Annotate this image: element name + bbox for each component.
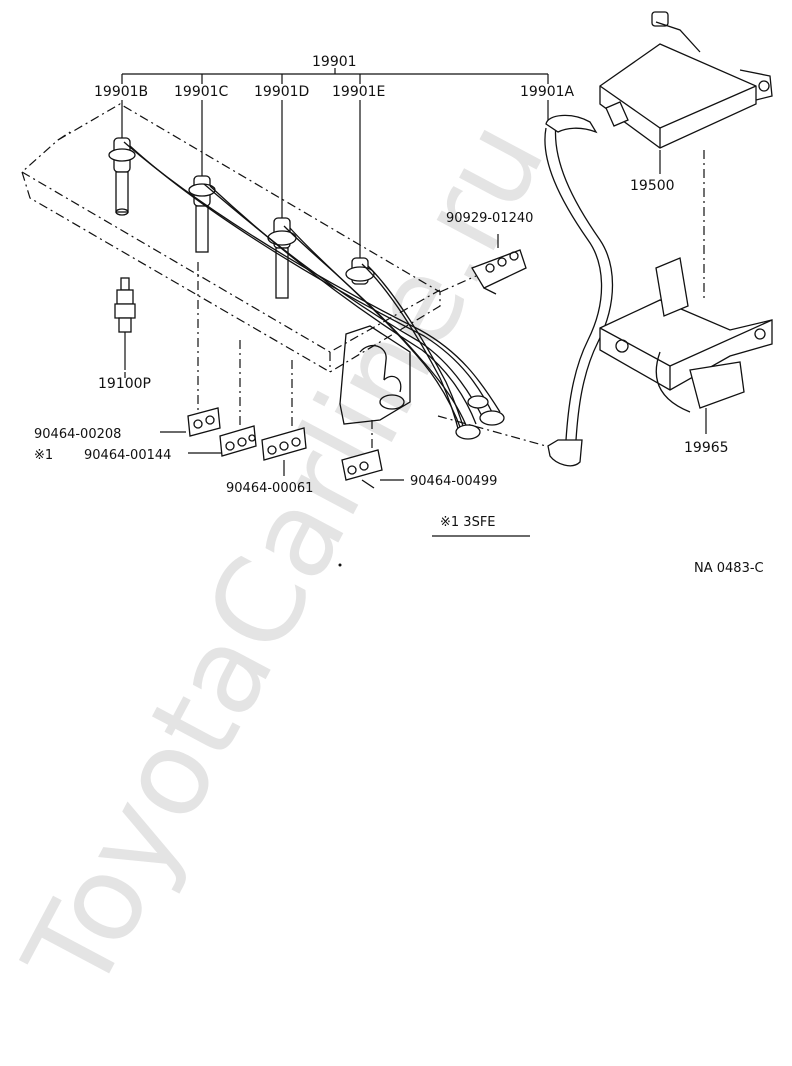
clamp-90464-00499 — [341, 449, 383, 489]
label-19901d: 19901D — [254, 84, 309, 100]
clamp-90929-01240 — [471, 249, 527, 295]
spark-plug — [114, 277, 136, 370]
label-19500: 19500 — [630, 178, 675, 194]
label-19901b: 19901B — [94, 84, 148, 100]
label-19901a: 19901A — [520, 84, 575, 100]
label-90464-00144: 90464-00144 — [84, 448, 171, 463]
leader-lines — [124, 150, 707, 481]
ignition-coil — [599, 11, 773, 149]
distributor — [339, 325, 411, 425]
label-90464-00208: 90464-00208 — [34, 427, 121, 442]
label-90929-01240: 90929-01240 — [446, 211, 533, 226]
plug-boot-e — [345, 257, 375, 285]
diagram-code: NA 0483-C — [694, 561, 764, 576]
coil-bracket — [599, 257, 773, 413]
label-mark-1: ※1 — [34, 448, 53, 463]
clamp-90464-00208 — [187, 407, 221, 437]
label-19100p: 19100P — [98, 376, 151, 392]
coil-cord-a — [544, 114, 614, 467]
label-19901c: 19901C — [174, 84, 229, 100]
dot-mark — [338, 563, 342, 567]
label-90464-00499: 90464-00499 — [410, 474, 497, 489]
note-3sfe: ※1 3SFE — [440, 515, 496, 530]
set-leader-bracket — [121, 68, 549, 262]
plug-boot-b — [108, 137, 136, 216]
label-19901: 19901 — [312, 54, 357, 70]
label-90464-00061: 90464-00061 — [226, 481, 313, 496]
clamp-90464-00144 — [219, 425, 257, 457]
cords-bundle — [123, 141, 505, 440]
label-19901e: 19901E — [332, 84, 385, 100]
clamp-90464-00061 — [261, 427, 307, 461]
label-19965: 19965 — [684, 440, 729, 456]
